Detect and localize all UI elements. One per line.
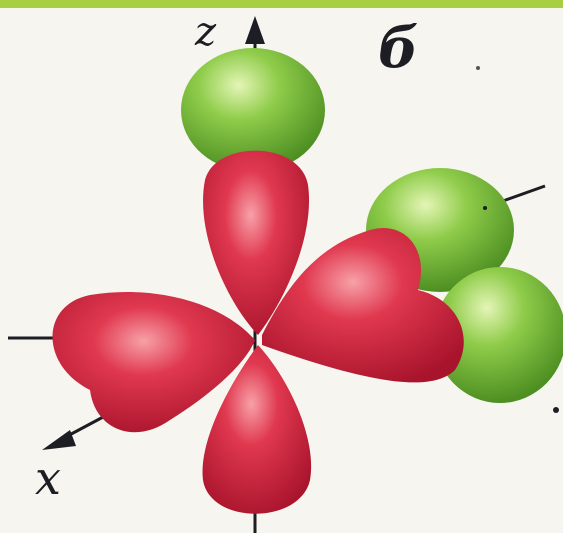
- panel-label: б: [378, 20, 418, 76]
- z-axis-label: z: [195, 12, 216, 52]
- speck: [553, 407, 559, 413]
- z-axis-arrow: [245, 16, 265, 44]
- x-axis-label: x: [35, 455, 61, 501]
- speck: [483, 206, 487, 210]
- speck: [476, 66, 480, 70]
- x-axis-arrow: [42, 430, 76, 450]
